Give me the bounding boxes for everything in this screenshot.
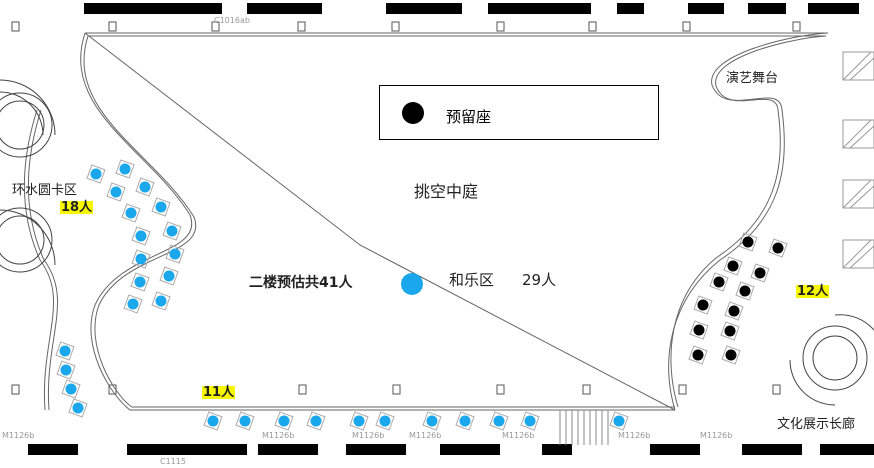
atrium-outline (24, 32, 829, 411)
reserved-seat (735, 281, 755, 301)
badge-right: 12人 (796, 284, 830, 299)
music-zone-seat (151, 291, 171, 311)
music-zone-seat (349, 411, 369, 431)
badge-bottom: 11人 (202, 385, 236, 400)
right-wall-hatch (842, 51, 874, 269)
reserved-seat (689, 320, 709, 340)
music-zone-seat (162, 221, 182, 241)
room-code-top: C1016ab (214, 16, 250, 25)
legend-box: 预留座 (379, 85, 659, 140)
music-zone-seat (422, 411, 442, 431)
music-zone-seat (61, 379, 81, 399)
music-zone-seat (165, 244, 185, 264)
music-zone-seat (203, 411, 223, 431)
music-zone-seat (520, 411, 540, 431)
music-zone-seat (151, 197, 171, 217)
reserved-seat (720, 321, 740, 341)
bottom-wall (28, 444, 874, 455)
reserved-seat (750, 263, 770, 283)
reserved-seat (724, 301, 744, 321)
room-code-b4: M1126b (409, 431, 442, 440)
music-zone-seat (130, 272, 150, 292)
music-zone-seat (274, 411, 294, 431)
music-zone-seat (68, 398, 88, 418)
music-zone-icon (401, 273, 423, 295)
music-zone-seat (159, 266, 179, 286)
music-zone-seat (489, 411, 509, 431)
reserved-seat (723, 256, 743, 276)
room-code-b3: M1126b (352, 431, 385, 440)
columns (11, 21, 801, 395)
music-zone-seat (235, 411, 255, 431)
music-zone-seat (123, 294, 143, 314)
music-zone-seat (115, 159, 135, 179)
ring-area-label: 环水圆卡区 (12, 183, 78, 198)
music-zone-seat (131, 249, 151, 269)
reserved-seat (738, 232, 758, 252)
music-zone-seat (609, 411, 629, 431)
reserved-seat-icon (402, 102, 424, 124)
music-zone-seat (375, 411, 395, 431)
reserved-seat (688, 345, 708, 365)
right-ring-feature (789, 314, 874, 406)
room-code-b7: M1126b (700, 431, 733, 440)
gallery-label: 文化展示长廊 (777, 417, 856, 432)
music-zone-seat (106, 182, 126, 202)
legend-reserved-label: 预留座 (446, 108, 492, 126)
room-code-b5: M1126b (502, 431, 535, 440)
badge-left: 18人 (60, 200, 94, 215)
room-code-bottom-left: C1115 (160, 457, 186, 466)
stairs (559, 410, 609, 445)
seat-layer (55, 159, 788, 431)
music-zone-seat (135, 177, 155, 197)
reserved-seat (693, 295, 713, 315)
music-zone-label: 和乐区 (449, 271, 495, 289)
music-zone-seat (56, 360, 76, 380)
ring-feature (0, 79, 56, 273)
music-zone-seat (131, 226, 151, 246)
reserved-seat (721, 345, 741, 365)
music-zone-seat (86, 164, 106, 184)
floor-total-label: 二楼预估共41人 (249, 275, 353, 291)
room-code-b6: M1126b (618, 431, 651, 440)
music-count-label: 29人 (522, 271, 557, 289)
music-zone-seat (455, 411, 475, 431)
room-code-b2: M1126b (262, 431, 295, 440)
music-zone-seat (306, 411, 326, 431)
atrium-label: 挑空中庭 (414, 182, 479, 201)
music-zone-seat (55, 341, 75, 361)
stage-label: 演艺舞台 (726, 71, 779, 86)
music-zone-seat (121, 203, 141, 223)
reserved-seat (709, 272, 729, 292)
room-code-b1: M1126b (2, 431, 35, 440)
reserved-seat (768, 238, 788, 258)
top-wall (84, 3, 859, 14)
